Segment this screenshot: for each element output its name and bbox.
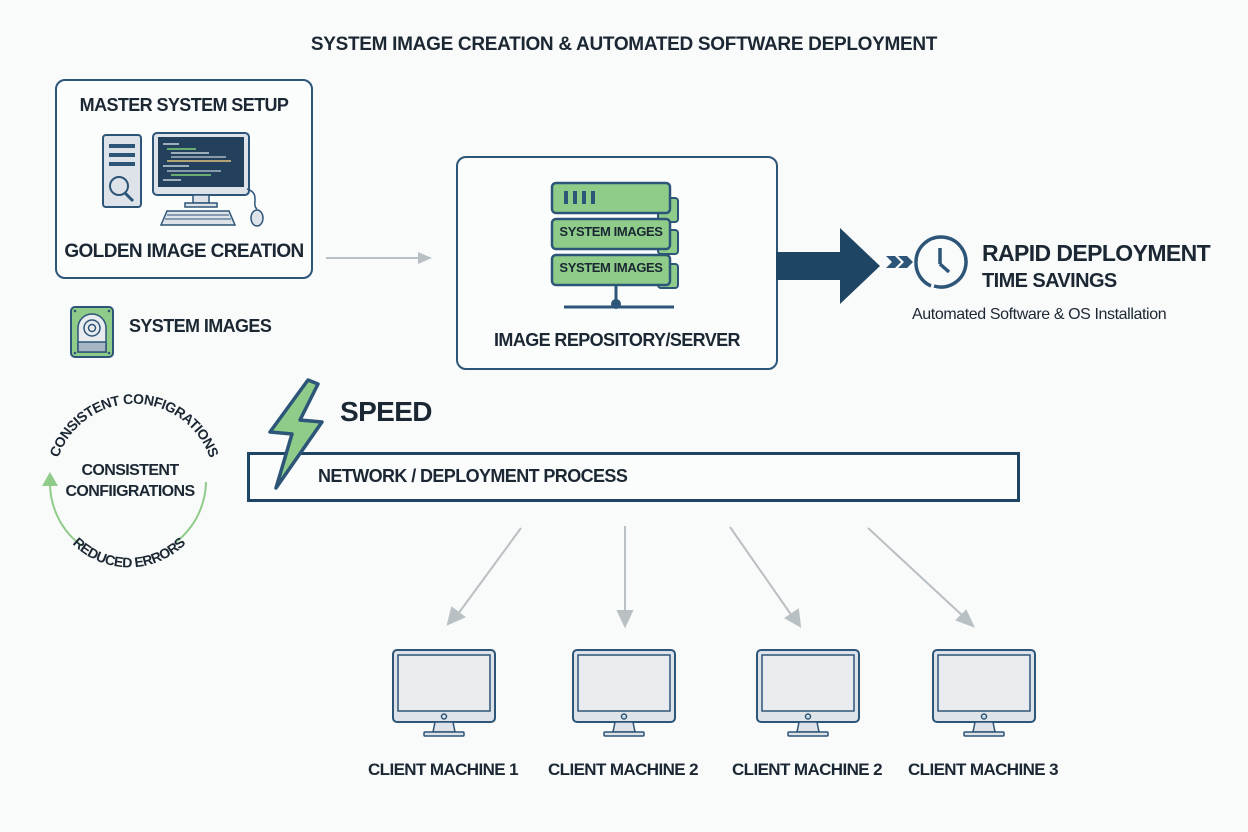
rapid-deployment-heading: RAPID DEPLOYMENT [982,240,1211,266]
arrow-to-client-2 [616,526,634,629]
network-process-bar: NETWORK / DEPLOYMENT PROCESS [247,452,1020,502]
clock-icon [886,235,968,289]
repository-slot-label: SYSTEM IMAGES [559,260,663,275]
master-setup-heading: MASTER SYSTEM SETUP [79,95,289,115]
client-machine-label: CLIENT MACHINE 2 [731,760,883,779]
consistency-cycle: CONSISTENT CONFIGRATIONS REDUCED ERRORS [42,391,222,570]
lightning-bolt-icon [268,378,324,490]
system-images-legend-label: SYSTEM IMAGES [129,316,272,336]
cycle-center-line1: CONSISTENT [81,462,179,479]
diagram-title: SYSTEM IMAGE CREATION & AUTOMATED SOFTWA… [310,34,938,55]
server-stack-icon [550,181,679,309]
client-machine-label: CLIENT MACHINE 2 [547,760,699,779]
monitor-icon [392,649,496,737]
speed-label: SPEED [340,396,433,427]
golden-image-caption: GOLDEN IMAGE CREATION [64,241,304,262]
monitor-icon [756,649,860,737]
monitor-icon [932,649,1036,737]
client-machine: CLIENT MACHINE 2 [538,648,708,788]
master-setup-box: MASTER SYSTEM SETUP [55,79,313,279]
repository-caption: IMAGE REPOSITORY/SERVER [494,330,741,350]
hard-drive-icon [70,306,114,358]
time-savings-subheading: TIME SAVINGS [982,270,1117,292]
client-machine-label: CLIENT MACHINE 1 [367,760,519,779]
image-repository-box: SYSTEM IMAGES SYSTEM IMAGES IMAGE REPOSI… [456,156,778,370]
arrow-to-client-3 [729,526,802,628]
arrow-to-client-1 [446,527,522,626]
network-process-label: NETWORK / DEPLOYMENT PROCESS [318,466,628,486]
arrow-to-client-4 [867,527,975,628]
client-machine: CLIENT MACHINE 1 [358,648,528,788]
monitor-icon [572,649,676,737]
client-machine-label: CLIENT MACHINE 3 [907,760,1059,779]
repository-slot-label: SYSTEM IMAGES [559,224,663,239]
deploy-arrow [776,228,880,304]
cycle-center-line2: CONFIIGRATIONS [65,483,195,500]
client-machine: CLIENT MACHINE 2 [722,648,892,788]
rapid-deployment-description: Automated Software & OS Installation [912,306,1167,323]
client-machine: CLIENT MACHINE 3 [898,648,1068,788]
arrow-master-to-repository [326,252,432,264]
desktop-computer-icon [102,132,264,227]
